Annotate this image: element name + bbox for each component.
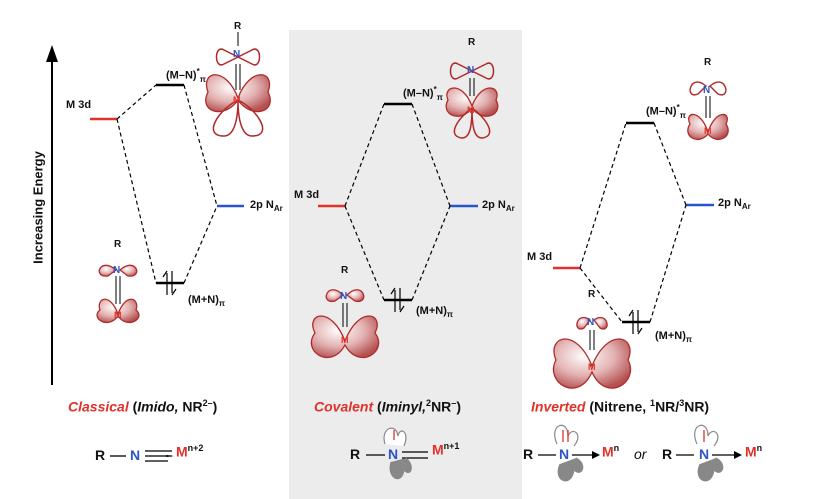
inverted-scheme-n1: N bbox=[559, 446, 570, 462]
inverted-antibond-r: R bbox=[704, 57, 712, 68]
covalent-antibond-label: (M–N)*π bbox=[403, 85, 443, 102]
inverted-m3d-label: M 3d bbox=[527, 251, 553, 263]
inverted-bond-label: (M+N)π bbox=[655, 330, 692, 345]
inverted-bond-r: R bbox=[588, 289, 596, 300]
inverted-scheme-r1: R bbox=[523, 446, 534, 462]
inverted-bond-orbital bbox=[552, 317, 632, 389]
classical-antibond-n: N bbox=[233, 49, 241, 60]
inverted-bond-m: M bbox=[588, 362, 596, 372]
covalent-scheme-n: N bbox=[388, 446, 399, 462]
covalent-scheme-r: R bbox=[350, 446, 361, 462]
covalent-m3d-label: M 3d bbox=[294, 189, 320, 201]
inverted-scheme-m1: Mn bbox=[602, 443, 620, 460]
inverted-electron-pair bbox=[628, 309, 643, 335]
covalent-antibond-n: N bbox=[467, 65, 475, 76]
classical-correlation-lines bbox=[116, 84, 218, 284]
classical-np-label: 2p NAr bbox=[250, 199, 283, 214]
classical-antibond-orbital bbox=[205, 32, 271, 137]
classical-bond-label: (M+N)π bbox=[188, 294, 225, 309]
covalent-bond-label: (M+N)π bbox=[416, 305, 453, 320]
classical-electron-pair bbox=[162, 270, 177, 296]
covalent-bond-m: M bbox=[341, 335, 349, 345]
covalent-scheme-bonds bbox=[366, 427, 428, 480]
classical-bond-orbital bbox=[96, 264, 140, 324]
covalent-bond-n: N bbox=[340, 291, 348, 302]
inverted-np-label: 2p NAr bbox=[718, 197, 751, 212]
classical-scheme-m: Mn+2 bbox=[176, 443, 204, 460]
energy-axis-label: Increasing Energy bbox=[30, 151, 46, 264]
covalent-antibond-r: R bbox=[468, 37, 476, 48]
inverted-scheme-n2: N bbox=[699, 446, 710, 462]
classical-scheme-n: N bbox=[130, 447, 141, 463]
energy-axis-arrowhead bbox=[46, 45, 58, 62]
classical-antibond-r: R bbox=[234, 21, 242, 32]
covalent-scheme-m: Mn+1 bbox=[432, 441, 460, 458]
inverted-bond-n: N bbox=[587, 317, 595, 328]
inverted-scheme-r2: R bbox=[662, 446, 673, 462]
classical-m3d-label: M 3d bbox=[66, 99, 92, 111]
inverted-scheme-m2: Mn bbox=[745, 443, 763, 460]
covalent-antibond-m: M bbox=[467, 105, 475, 115]
classical-caption: Classical (Imido, NR2–) bbox=[68, 398, 218, 415]
inverted-correlation-lines bbox=[579, 122, 687, 323]
inverted-caption: Inverted (Nitrene, 1NR/3NR) bbox=[531, 398, 710, 415]
inverted-antibond-orbital bbox=[687, 81, 729, 140]
classical-bond-r: R bbox=[114, 239, 122, 250]
classical-scheme-bonds bbox=[110, 450, 174, 462]
inverted-antibond-n: N bbox=[703, 85, 711, 96]
classical-bond-m: M bbox=[114, 310, 122, 320]
classical-antibond-m: M bbox=[233, 95, 241, 105]
inverted-scheme-or: or bbox=[634, 446, 647, 462]
covalent-antibond-orbital bbox=[445, 62, 499, 139]
inverted-antibond-m: M bbox=[704, 126, 712, 136]
inverted-scheme-bonds bbox=[538, 424, 742, 482]
covalent-correlation-lines bbox=[344, 103, 451, 301]
classical-bond-n: N bbox=[113, 265, 121, 276]
classical-scheme-r: R bbox=[95, 447, 106, 463]
covalent-np-label: 2p NAr bbox=[482, 199, 515, 214]
classical-antibond-label: (M–N)*π bbox=[166, 67, 206, 84]
covalent-bond-r: R bbox=[341, 265, 349, 276]
covalent-electron-pair bbox=[390, 287, 405, 313]
covalent-bond-orbital bbox=[310, 289, 380, 358]
covalent-caption: Covalent (Iminyl,2NR–) bbox=[314, 398, 461, 415]
inverted-antibond-label: (M–N)*π bbox=[646, 103, 686, 120]
